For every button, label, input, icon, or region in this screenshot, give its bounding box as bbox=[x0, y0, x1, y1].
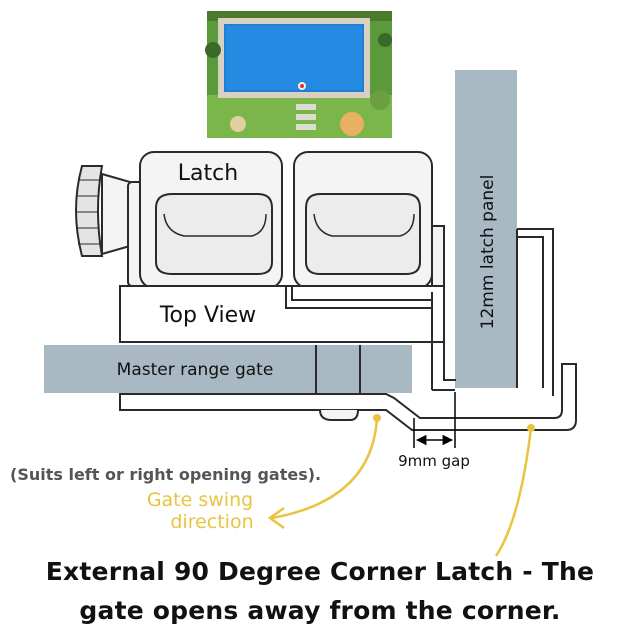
gap-label: 9mm gap bbox=[398, 452, 470, 470]
top-view-plate bbox=[119, 285, 445, 343]
latch-knob bbox=[75, 165, 131, 257]
caption-line-1: External 90 Degree Corner Latch - The bbox=[45, 557, 595, 586]
curved-arrow-icon bbox=[267, 414, 381, 530]
caption-line-2: gate opens away from the corner. bbox=[79, 596, 561, 625]
latch-panel-label: 12mm latch panel bbox=[478, 175, 498, 330]
latch-label: Latch bbox=[178, 161, 238, 186]
top-view-label: Top View bbox=[159, 303, 256, 328]
master-gate-label: Master range gate bbox=[117, 360, 274, 380]
latch-panel bbox=[455, 70, 517, 388]
suits-note: (Suits left or right opening gates). bbox=[10, 465, 321, 484]
swing-label-line1: Gate swing bbox=[147, 489, 253, 511]
latch-body bbox=[127, 151, 445, 293]
gap-indicator bbox=[413, 392, 456, 448]
mounting-plate bbox=[119, 363, 577, 431]
swing-label-line2: direction bbox=[170, 511, 253, 533]
corner-bracket bbox=[431, 228, 554, 396]
master-gate bbox=[44, 345, 412, 393]
pool-photo bbox=[205, 11, 392, 138]
pointer-line bbox=[494, 424, 535, 557]
